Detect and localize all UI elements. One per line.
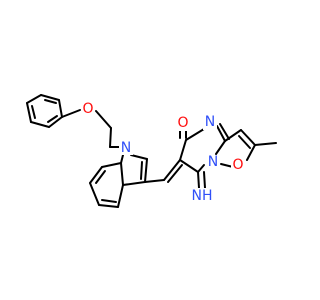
ether-oxygen: O xyxy=(81,101,95,117)
atom-label: O xyxy=(177,115,188,131)
phenyl-ring xyxy=(26,94,63,128)
bond xyxy=(120,162,124,186)
bond xyxy=(203,171,206,189)
bond xyxy=(224,129,242,142)
bond xyxy=(219,123,230,140)
bond xyxy=(144,179,165,183)
imine-group xyxy=(197,171,206,189)
atom-label: O xyxy=(232,157,243,173)
bond xyxy=(216,125,226,142)
bond xyxy=(254,142,277,146)
atom-label: N xyxy=(121,140,131,156)
bond xyxy=(246,144,256,161)
bond xyxy=(179,159,199,173)
bond xyxy=(48,116,63,128)
bond xyxy=(140,161,143,180)
atom-label: N xyxy=(205,114,215,130)
bond xyxy=(130,154,148,160)
bond xyxy=(163,159,181,181)
imine-nh: NH xyxy=(190,188,214,204)
bond xyxy=(30,121,50,128)
bond xyxy=(98,204,119,208)
bond xyxy=(117,184,124,208)
bond xyxy=(109,127,112,148)
carbonyl-oxygen: O xyxy=(176,115,190,131)
bond xyxy=(167,164,183,183)
methylidene-bridge xyxy=(144,159,183,183)
bond xyxy=(122,181,146,186)
atom-label: O xyxy=(82,101,93,117)
bond xyxy=(215,140,226,155)
molecule-structure: N O O N O N NH xyxy=(26,94,277,208)
phenoxyethyl-chain xyxy=(61,109,125,148)
bond xyxy=(44,99,57,104)
bond xyxy=(89,182,100,206)
isoxazole-ring xyxy=(220,129,256,168)
bond xyxy=(89,166,103,184)
bond xyxy=(47,115,58,123)
isoxazole-nitrogen: N xyxy=(206,154,220,170)
atom-label: N xyxy=(208,154,218,170)
pyrimidinone-ring xyxy=(179,123,230,173)
bond xyxy=(101,162,122,168)
ring-nitrogen: N xyxy=(203,114,217,130)
indole-nitrogen: N xyxy=(119,140,133,156)
bond xyxy=(26,102,32,123)
methyl-group xyxy=(254,142,277,146)
bond xyxy=(26,94,42,104)
bond xyxy=(197,171,200,189)
bond xyxy=(240,129,256,146)
bond xyxy=(40,94,60,101)
indole-ring xyxy=(89,150,148,208)
atom-label: NH xyxy=(192,188,213,204)
bond xyxy=(61,109,81,118)
bond xyxy=(31,105,36,119)
bond xyxy=(185,128,205,141)
bond xyxy=(179,139,187,161)
bond xyxy=(95,170,106,184)
bond xyxy=(238,135,251,149)
bond xyxy=(95,110,112,129)
bond xyxy=(58,99,63,118)
isoxazole-oxygen: O xyxy=(231,157,245,173)
atom-labels: N O O N O N NH xyxy=(81,101,245,204)
bond xyxy=(144,158,148,183)
bond xyxy=(101,199,117,203)
bond xyxy=(197,164,205,173)
